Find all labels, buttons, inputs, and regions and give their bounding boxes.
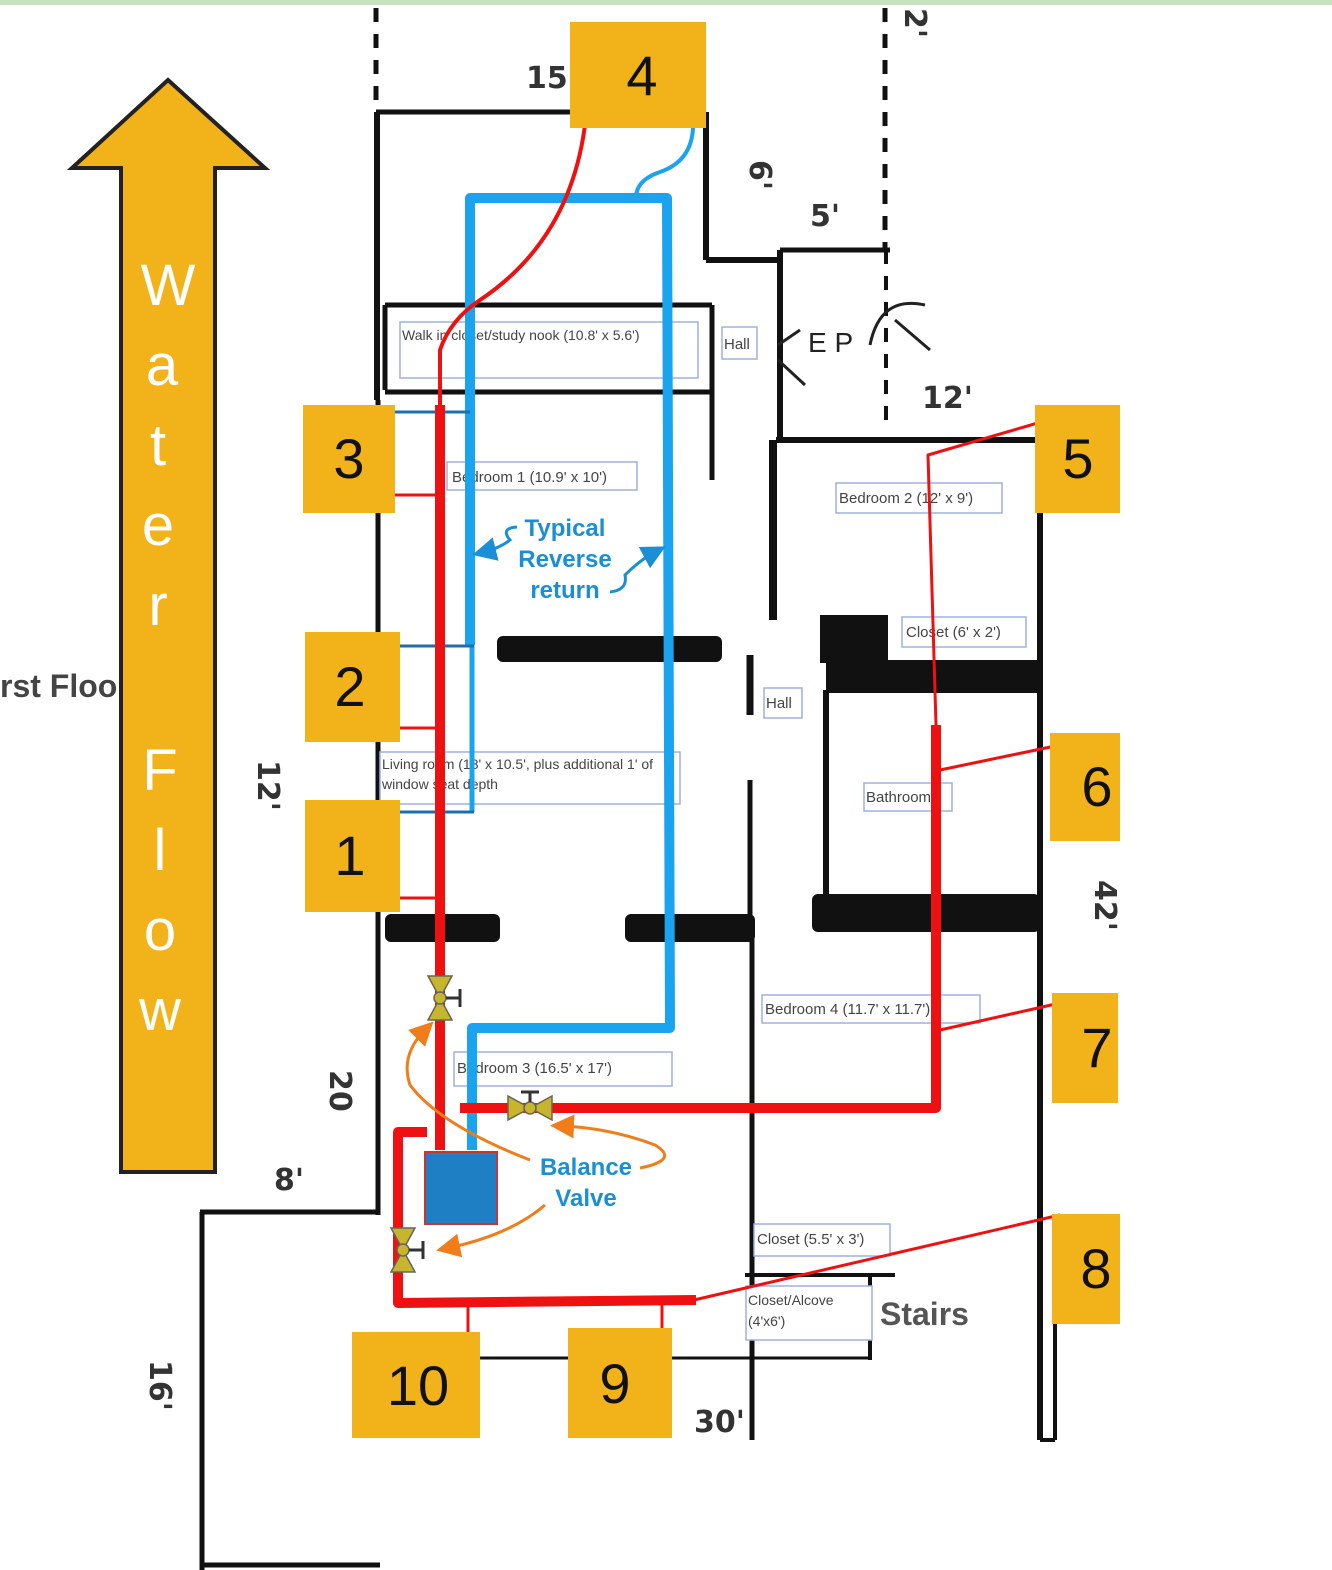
water-flow-letter: a: [146, 333, 179, 398]
balance-valve-line-1: Balance: [540, 1154, 632, 1181]
zone-6: 6: [1050, 733, 1120, 841]
reverse-return-line-1: Typical: [525, 515, 606, 542]
room-bedroom-4: Bedroom 4 (11.7' x 11.7'): [765, 1001, 930, 1018]
balance-valve-horizontal: [507, 1090, 553, 1122]
dim-12-top: 12': [922, 381, 973, 416]
manifold-box: [424, 1151, 498, 1225]
room-closet-alcove: Closet/Alcove (4'x6'): [748, 1292, 834, 1329]
zone-markers: 1 2 3 4 5 6 7 8: [303, 22, 1120, 1438]
balance-valve-lower: [389, 1227, 425, 1273]
dim-8: 8': [274, 1163, 304, 1198]
zone-1-label: 1: [334, 824, 365, 887]
dim-5: 5': [810, 199, 840, 234]
zone-9: 9: [568, 1328, 672, 1438]
zone-8-label: 8: [1080, 1237, 1111, 1300]
water-flow-letter: l: [154, 818, 167, 883]
return-branches: [390, 410, 474, 814]
dim-2: 2': [897, 8, 932, 38]
room-closet-6x2: Closet (6' x 2'): [906, 624, 1001, 641]
room-stairs: Stairs: [880, 1296, 969, 1332]
room-bedroom-2: Bedroom 2 (12' x 9'): [839, 490, 973, 507]
room-closet-5x3: Closet (5.5' x 3'): [757, 1231, 864, 1248]
room-bedroom-3: Bedroom 3 (16.5' x 17'): [457, 1060, 612, 1077]
reverse-return-annotation: Typical Reverse return: [472, 515, 666, 604]
room-labels: Walk in closet/study nook (10.8' x 5.6')…: [379, 321, 1027, 1341]
reverse-return-line-3: return: [530, 577, 599, 604]
balance-valve-annotation: Balance Valve: [405, 1021, 667, 1258]
zone-4-label: 4: [626, 44, 657, 107]
supply-piping: [386, 124, 1061, 1345]
dim-30: 30': [694, 1405, 745, 1440]
first-floor-label: rst Floo: [0, 668, 117, 704]
zone-5: 5: [1035, 405, 1120, 513]
zone-10: 10: [352, 1332, 480, 1438]
top-strip: [0, 0, 1332, 5]
dim-12-left: 12': [250, 760, 285, 811]
zone-3-label: 3: [333, 427, 364, 490]
dimension-labels: 15 5' 12' 30' 8' 6' 2' 12' 42' 20 16': [142, 8, 1122, 1440]
zone-5-label: 5: [1062, 427, 1093, 490]
water-flow-letter: W: [141, 253, 196, 318]
dim-6: 6': [742, 160, 777, 190]
water-flow-letter: r: [148, 573, 167, 638]
room-living-room: Living room (18' x 10.5', plus additiona…: [382, 756, 654, 792]
zone-2-label: 2: [334, 655, 365, 718]
room-hall-mid: Hall: [766, 695, 792, 712]
zone-9-label: 9: [599, 1352, 630, 1415]
zone-10-label: 10: [387, 1354, 449, 1417]
water-flow-arrow: W a t e r F l o w: [66, 77, 271, 1174]
zone-8: 8: [1052, 1214, 1120, 1324]
balance-valve-vertical: [426, 975, 462, 1021]
dim-15: 15: [526, 61, 568, 96]
zone-6-label: 6: [1081, 755, 1112, 818]
zone-3: 3: [303, 405, 395, 513]
dim-16: 16': [142, 1360, 177, 1411]
water-flow-letter: o: [144, 898, 176, 963]
zone-7: 7: [1052, 993, 1118, 1103]
zone-1: 1: [305, 800, 400, 912]
reverse-return-line-2: Reverse: [518, 546, 611, 573]
return-piping: [465, 119, 696, 1150]
zone-4: 4: [570, 22, 706, 128]
water-flow-letter: F: [142, 738, 177, 803]
water-flow-letter: t: [150, 413, 166, 478]
room-walk-in-closet: Walk in closet/study nook (10.8' x 5.6'): [402, 327, 640, 343]
water-flow-letter: w: [138, 978, 182, 1043]
zone-2: 2: [305, 632, 400, 742]
room-hall-top: Hall: [724, 336, 750, 353]
ep-label: E P: [808, 327, 853, 358]
room-bedroom-1: Bedroom 1 (10.9' x 10'): [452, 469, 607, 486]
dim-20: 20: [322, 1070, 357, 1112]
zone-7-label: 7: [1081, 1016, 1112, 1079]
electrical-panel: E P: [776, 301, 931, 387]
room-bathroom: Bathroom: [866, 789, 931, 806]
dim-42: 42': [1087, 880, 1122, 931]
balance-valve-line-2: Valve: [555, 1185, 616, 1212]
water-flow-letter: e: [142, 493, 174, 558]
